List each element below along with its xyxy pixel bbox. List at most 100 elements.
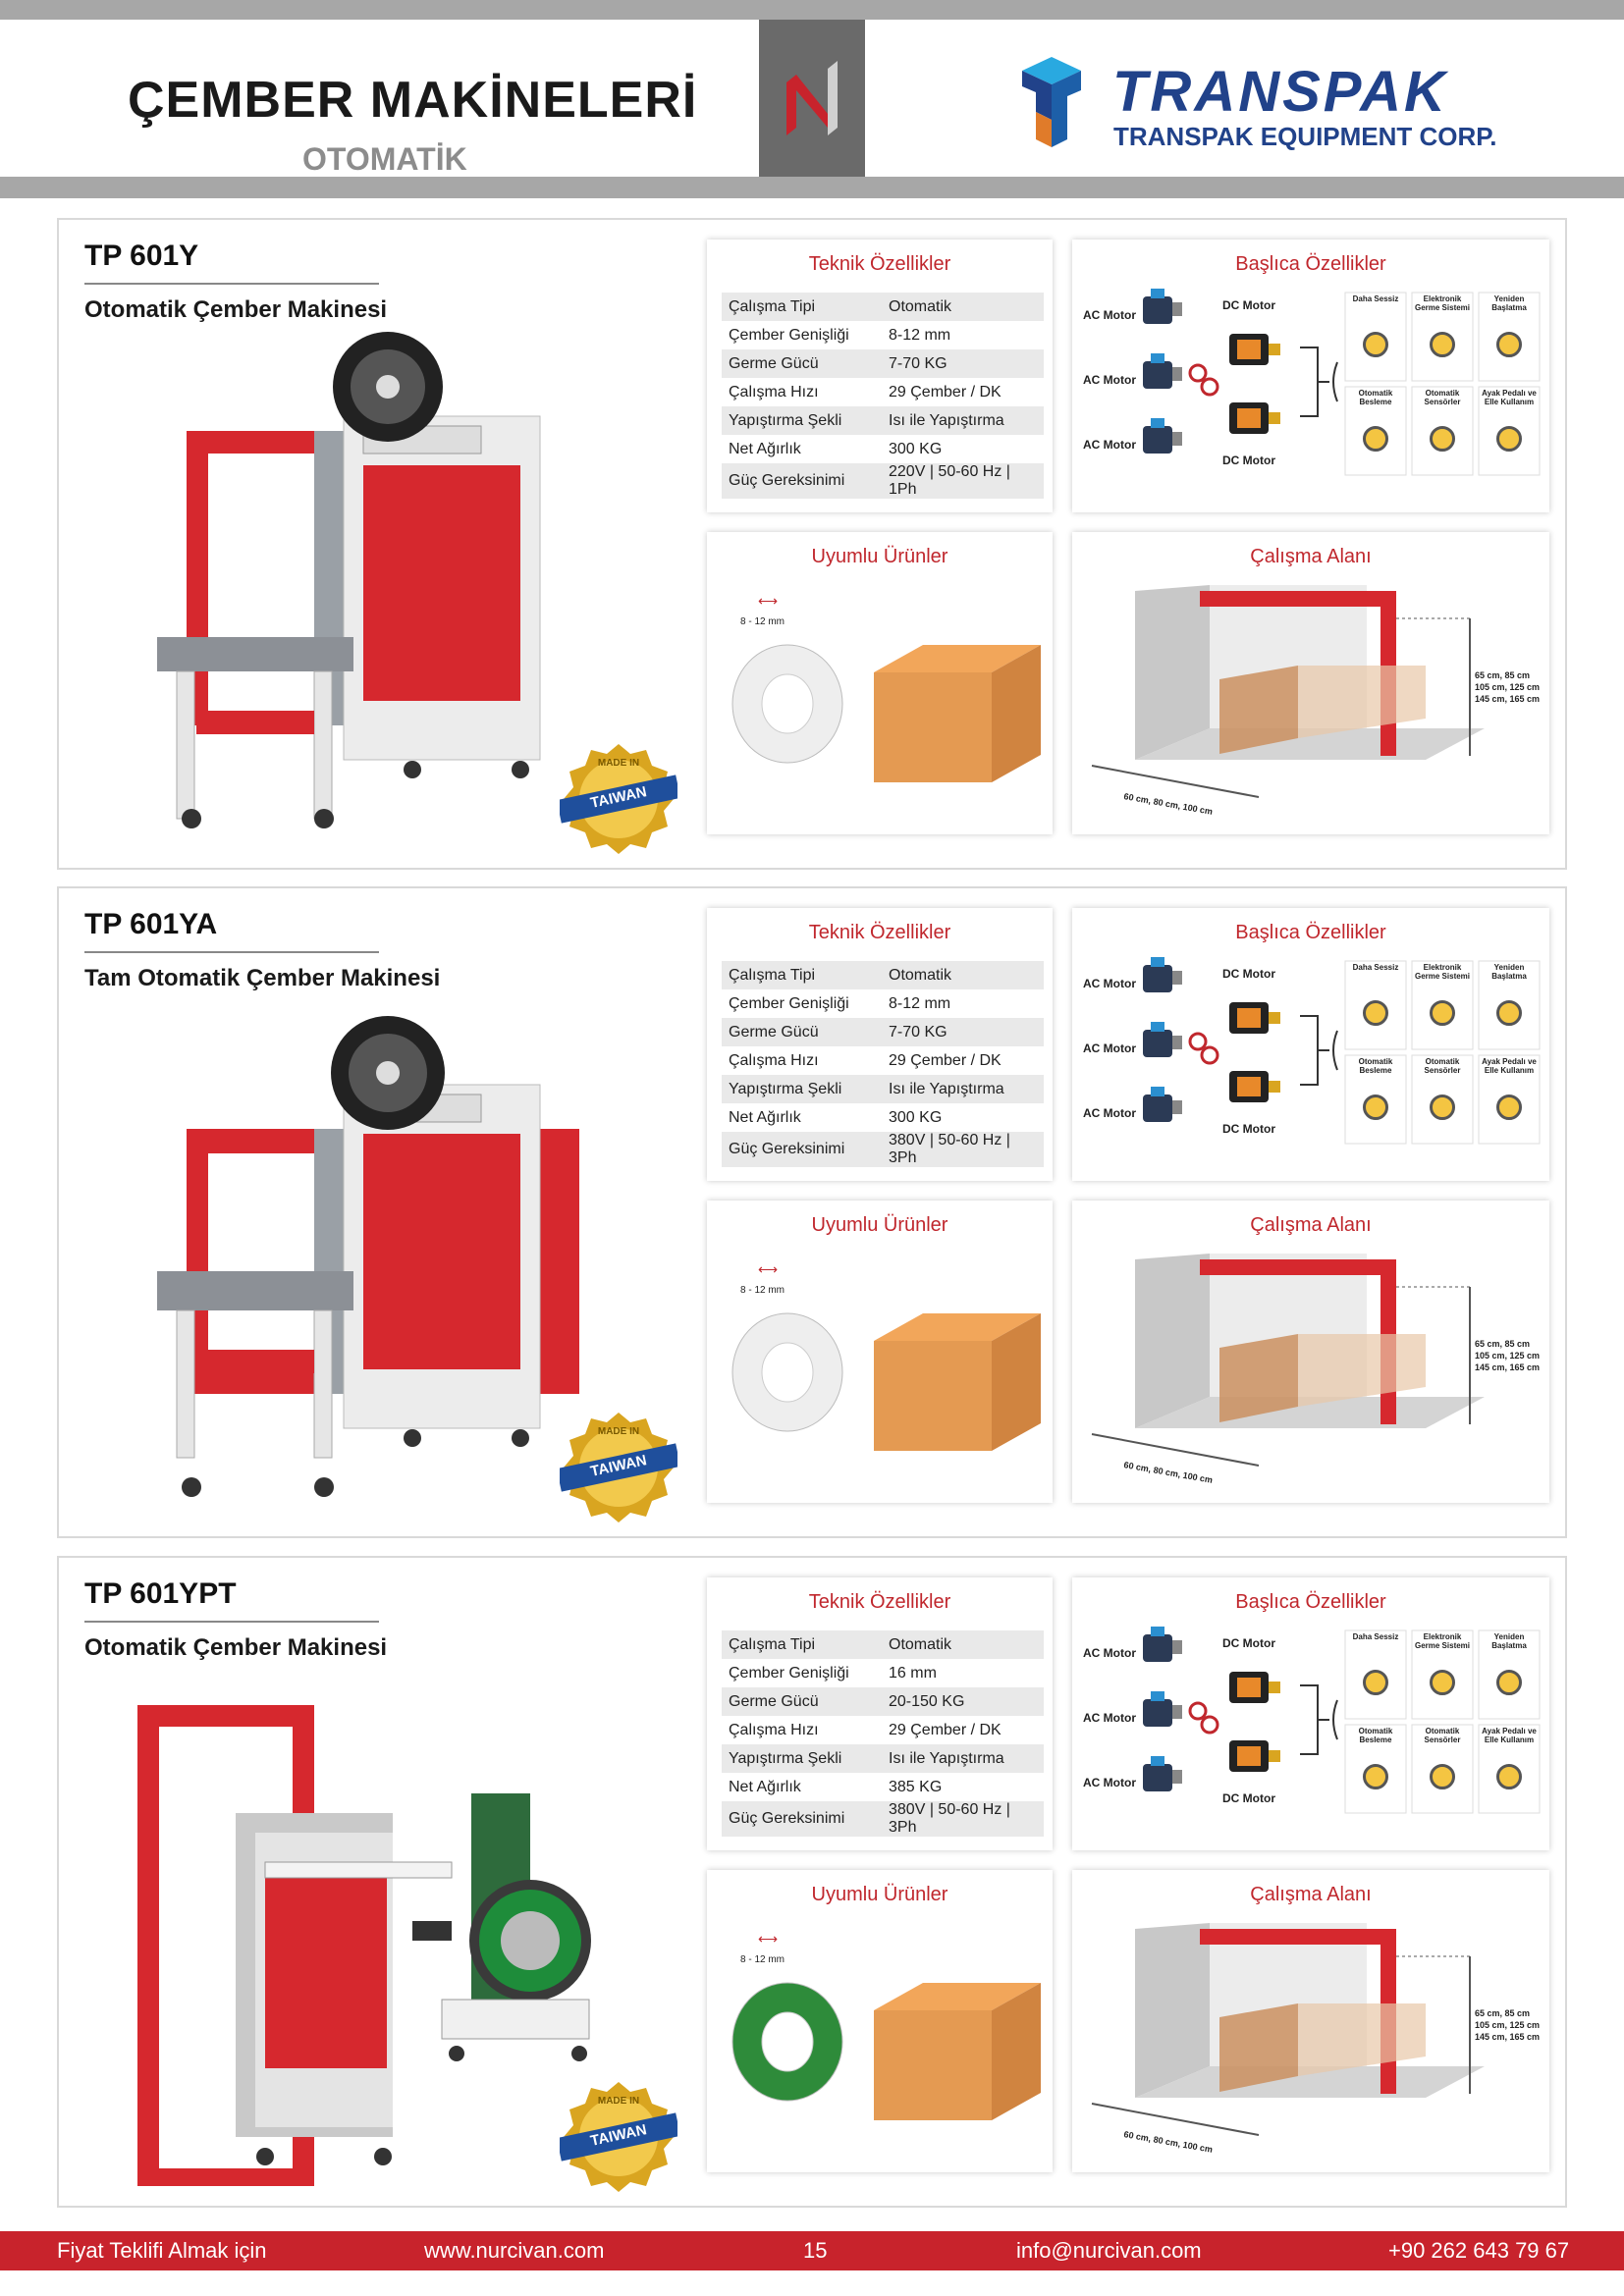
spec-row: Çalışma Hızı 29 Çember / DK <box>722 378 1044 406</box>
footer-email-link[interactable]: info@nurcivan.com <box>1016 2238 1202 2263</box>
feature-icon <box>1430 1670 1455 1695</box>
feature-icon <box>1363 426 1388 452</box>
tech-specs-panel: Teknik Özellikler Çalışma Tipi Otomatik … <box>707 1577 1053 1850</box>
spec-key: Yapıştırma Şekli <box>722 1075 882 1103</box>
dc-motor-label: DC Motor <box>1222 1122 1275 1136</box>
feature-icon <box>1363 1000 1388 1026</box>
spec-key: Germe Gücü <box>722 1018 882 1046</box>
features-panel: Başlıca Özellikler AC Motor AC Motor AC … <box>1072 908 1549 1181</box>
dc-motor-label: DC Motor <box>1222 454 1275 467</box>
header-divider <box>0 177 1624 198</box>
tech-specs-title: Teknik Özellikler <box>808 253 951 275</box>
transpak-logo: TRANSPAK TRANSPAK EQUIPMENT CORP. <box>1016 51 1497 154</box>
spec-key: Net Ağırlık <box>729 440 801 457</box>
model-description: Tam Otomatik Çember Makinesi <box>84 965 441 991</box>
box-image <box>874 645 1041 782</box>
ac-motor-label: AC Motor <box>1083 1646 1136 1660</box>
model-code: TP 601YPT <box>84 1577 237 1610</box>
spec-row: Çember Genişliği 8-12 mm <box>722 989 1044 1018</box>
work-area-diagram <box>1072 532 1549 834</box>
tech-specs-title: Teknik Özellikler <box>808 1591 951 1613</box>
work-area-title: Çalışma Alanı <box>1250 546 1372 567</box>
feature-box-label: Elektronik Germe Sistemi <box>1414 294 1471 312</box>
tech-specs-panel: Teknik Özellikler Çalışma Tipi Otomatik … <box>707 908 1053 1181</box>
spec-key: Çember Genişliği <box>729 1664 849 1682</box>
spec-key: Germe Gücü <box>722 1687 882 1716</box>
spec-value: 20-150 KG <box>882 1687 1044 1716</box>
feature-box-label: Otomatik Sensörler <box>1424 1727 1461 1744</box>
top-bar <box>0 0 1624 20</box>
spec-key: Güç Gereksinimi <box>722 463 882 499</box>
work-area-panel: Çalışma Alanı 65 cm, 85 cm 105 cm, 125 c… <box>1072 1870 1549 2172</box>
height-dimensions: 65 cm, 85 cm 105 cm, 125 cm 145 cm, 165 … <box>1475 2008 1541 2042</box>
spec-key: Çalışma Hızı <box>729 1721 819 1738</box>
spec-row: Çember Genişliği 8-12 mm <box>722 321 1044 349</box>
ac-motor-label: AC Motor <box>1083 438 1136 452</box>
dc-motor-label: DC Motor <box>1222 1791 1275 1805</box>
footer-quote: Fiyat Teklifi Almak için <box>57 2238 267 2263</box>
spec-value: Isı ile Yapıştırma <box>882 406 1044 435</box>
spec-row: Çalışma Tipi Otomatik <box>722 293 1044 321</box>
ac-motor-label: AC Motor <box>1083 977 1136 990</box>
ac-motor-label: AC Motor <box>1083 1776 1136 1789</box>
feature-icon <box>1363 1095 1388 1120</box>
spec-value: 8-12 mm <box>889 326 951 344</box>
nurcivan-logo <box>759 20 865 179</box>
tech-specs-table: Çalışma Tipi Otomatik Çember Genişliği 1… <box>722 1630 1044 1837</box>
feature-box-label: Yeniden Başlatma <box>1491 963 1527 981</box>
spec-key: Çalışma Tipi <box>722 1630 882 1659</box>
feature-icon <box>1496 332 1522 357</box>
box-image <box>874 1983 1041 2120</box>
feature-icon <box>1430 1764 1455 1789</box>
machine-image <box>118 996 668 1526</box>
feature-icon <box>1430 426 1455 452</box>
spec-key: Çalışma Hızı <box>729 383 819 400</box>
strap-roll-image <box>731 1312 843 1432</box>
arch-top <box>1200 1259 1396 1275</box>
machine-image <box>118 328 668 858</box>
spec-key: Çalışma Hızı <box>729 1051 819 1069</box>
spec-value: 29 Çember / DK <box>889 1721 1001 1738</box>
spec-value: 8-12 mm <box>889 994 951 1012</box>
dc-motor-label: DC Motor <box>1222 1636 1275 1650</box>
badge-made-in: MADE IN <box>597 1426 640 1437</box>
feature-box-label: Otomatik Sensörler <box>1424 1057 1461 1075</box>
strap-width-label: 8 - 12 mm <box>740 616 785 627</box>
strap-roll-image <box>731 644 843 764</box>
spec-value: 385 KG <box>889 1778 943 1795</box>
features-diagram <box>1072 1577 1549 1850</box>
spec-row: Çalışma Hızı 29 Çember / DK <box>722 1716 1044 1744</box>
feature-box-label: Otomatik Besleme <box>1358 389 1393 406</box>
spec-value: 29 Çember / DK <box>889 1051 1001 1069</box>
feature-box-label: Ayak Pedalı ve Elle Kullanım <box>1482 1727 1537 1744</box>
spec-key: Güç Gereksinimi <box>722 1132 882 1167</box>
brand-subtitle: TRANSPAK EQUIPMENT CORP. <box>1113 122 1497 151</box>
feature-icon <box>1496 1000 1522 1026</box>
features-title: Başlıca Özellikler <box>1235 922 1386 943</box>
feature-box-label: Elektronik Germe Sistemi <box>1414 963 1471 981</box>
ac-motor-label: AC Motor <box>1083 1711 1136 1725</box>
spec-row: Güç Gereksinimi 380V | 50-60 Hz | 3Ph <box>722 1801 1044 1837</box>
spec-value: Otomatik <box>882 961 1044 989</box>
compatible-products-panel: Uyumlu Ürünler ⟷ 8 - 12 mm <box>707 532 1053 834</box>
spec-value: 29 Çember / DK <box>889 383 1001 400</box>
compatible-products-panel: Uyumlu Ürünler ⟷ 8 - 12 mm <box>707 1201 1053 1503</box>
page-subtitle: OTOMATİK <box>302 141 467 177</box>
feature-box-label: Elektronik Germe Sistemi <box>1414 1632 1471 1650</box>
page-number: 15 <box>803 2238 828 2263</box>
work-area-panel: Çalışma Alanı 65 cm, 85 cm 105 cm, 125 c… <box>1072 532 1549 834</box>
spec-key: Güç Gereksinimi <box>722 1801 882 1837</box>
features-diagram <box>1072 240 1549 512</box>
feature-icon <box>1496 1095 1522 1120</box>
features-diagram <box>1072 908 1549 1181</box>
height-dimensions: 65 cm, 85 cm 105 cm, 125 cm 145 cm, 165 … <box>1475 670 1541 704</box>
spec-value: 380V | 50-60 Hz | 3Ph <box>882 1132 1044 1167</box>
made-in-taiwan-badge: TAIWAN MADE IN <box>556 2078 681 2196</box>
width-arrow-icon: ⟷ <box>758 593 779 609</box>
feature-icon <box>1430 332 1455 357</box>
work-area-title: Çalışma Alanı <box>1250 1884 1372 1905</box>
feature-box-label: Otomatik Besleme <box>1358 1057 1393 1075</box>
footer-website-link[interactable]: www.nurcivan.com <box>424 2238 605 2263</box>
feature-icon <box>1430 1095 1455 1120</box>
spec-key: Çember Genişliği <box>729 994 849 1012</box>
